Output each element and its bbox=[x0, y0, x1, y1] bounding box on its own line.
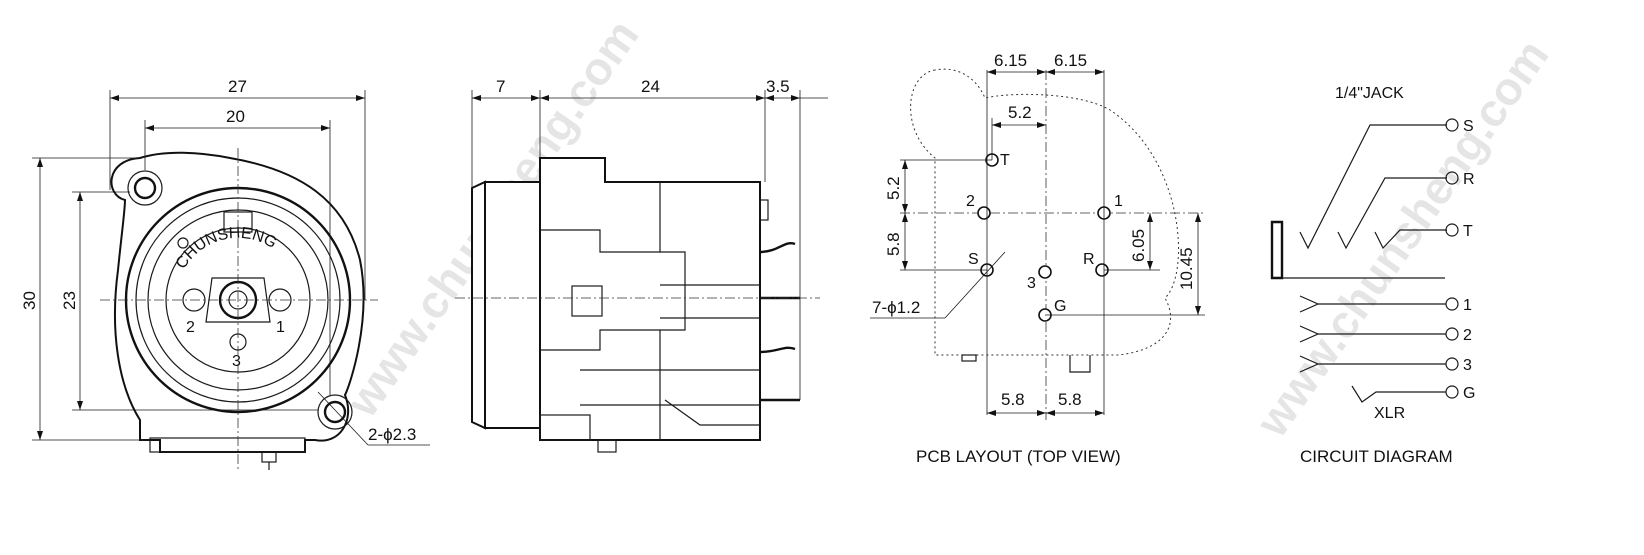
circuit-label-1: 1 bbox=[1463, 297, 1472, 314]
side-rear-tab bbox=[759, 199, 769, 221]
circuit-jack-body bbox=[1270, 220, 1284, 280]
circuit-terminal-2 bbox=[1445, 327, 1459, 341]
front-pin-stub bbox=[261, 451, 277, 463]
pcb-dim-58v: 5.8 bbox=[884, 232, 903, 256]
hole-note-leader bbox=[317, 391, 369, 446]
pcb-dim-52h: 5.2 bbox=[1008, 103, 1032, 122]
pcb-pad-3 bbox=[1038, 265, 1052, 279]
pcb-layout: T 2 1 S 3 R G 6.15 6.15 5.2 5.2 5.8 6.05 bbox=[870, 51, 1205, 466]
pcb-label-R: R bbox=[1083, 251, 1095, 268]
pcb-label-1: 1 bbox=[1114, 193, 1123, 210]
side-front-plate bbox=[471, 180, 486, 430]
circuit-contact-T bbox=[1374, 229, 1447, 250]
side-view: 7 24 3.5 bbox=[455, 77, 828, 453]
side-front-body bbox=[484, 181, 541, 429]
side-foot-left bbox=[539, 414, 591, 441]
pcb-dim-58b-right: 5.8 bbox=[1058, 390, 1082, 409]
side-dim-24: 24 bbox=[641, 77, 660, 96]
side-inner-lower bbox=[540, 329, 661, 440]
front-view: CHUNSHENG 2 1 3 27 20 30 23 2 bbox=[20, 77, 430, 470]
pcb-label-2: 2 bbox=[966, 193, 975, 210]
circuit-terminal-3 bbox=[1445, 357, 1459, 371]
circuit-caption: CIRCUIT DIAGRAM bbox=[1300, 447, 1453, 466]
pcb-pad-2 bbox=[977, 206, 991, 220]
front-small-hole bbox=[177, 237, 189, 249]
front-mount-hole-bottom bbox=[323, 400, 347, 424]
dim-20: 20 bbox=[226, 107, 245, 126]
pcb-dim-615-left: 6.15 bbox=[994, 51, 1027, 70]
pcb-key-left bbox=[961, 354, 977, 362]
side-foot-pin bbox=[597, 439, 617, 453]
circuit-terminal-T bbox=[1445, 223, 1459, 237]
dim-23: 23 bbox=[60, 291, 79, 310]
pcb-outline bbox=[910, 68, 1179, 356]
side-dim-3-5: 3.5 bbox=[766, 77, 790, 96]
pcb-hole-leader bbox=[944, 251, 1006, 319]
pcb-dim-1045: 10.45 bbox=[1177, 247, 1196, 290]
pcb-dim-left-v-arrows bbox=[902, 160, 908, 270]
pcb-caption: PCB LAYOUT (TOP VIEW) bbox=[916, 447, 1121, 466]
side-inner-upper bbox=[540, 182, 661, 253]
circuit-contact-2 bbox=[1299, 325, 1446, 343]
pcb-label-T: T bbox=[1000, 152, 1010, 169]
pcb-dim-58b-left: 5.8 bbox=[1001, 390, 1025, 409]
side-rear-pin-low bbox=[759, 346, 796, 354]
circuit-label-S: S bbox=[1463, 118, 1474, 135]
front-pin-housing bbox=[205, 277, 271, 323]
circuit-contact-R bbox=[1337, 177, 1447, 250]
circuit-contact-3 bbox=[1299, 355, 1446, 373]
circuit-jack-title: 1/4"JACK bbox=[1335, 85, 1404, 102]
dim-27: 27 bbox=[228, 77, 247, 96]
front-pin-2-label: 2 bbox=[186, 319, 195, 336]
front-pin-3-label: 3 bbox=[232, 353, 241, 370]
front-mount-hole-top bbox=[133, 176, 157, 200]
circuit-terminal-R bbox=[1445, 171, 1459, 185]
front-pin-1-label: 1 bbox=[276, 319, 285, 336]
pcb-key-right bbox=[1069, 355, 1091, 373]
front-hole-note: 2-ϕ2.3 bbox=[368, 425, 416, 444]
circuit-contact-G bbox=[1351, 385, 1446, 403]
pcb-hole-note: 7-ϕ1.2 bbox=[872, 298, 920, 317]
circuit-label-G: G bbox=[1463, 385, 1475, 402]
front-base bbox=[149, 437, 306, 453]
front-mount-hole-top-outer bbox=[127, 170, 163, 206]
side-rear-pin-top bbox=[759, 242, 796, 254]
pcb-label-S: S bbox=[968, 251, 979, 268]
pcb-dim-52v: 5.2 bbox=[884, 176, 903, 200]
pcb-label-G: G bbox=[1054, 298, 1066, 315]
circuit-contact-S bbox=[1299, 124, 1447, 250]
side-dim-7: 7 bbox=[496, 77, 505, 96]
circuit-terminal-S bbox=[1445, 118, 1459, 132]
pcb-dim-615-right: 6.15 bbox=[1054, 51, 1087, 70]
front-flange bbox=[110, 151, 365, 453]
pcb-dim-615-arrows bbox=[987, 69, 1104, 75]
side-bottom-rails bbox=[580, 369, 760, 406]
pcb-label-3: 3 bbox=[1027, 275, 1036, 292]
circuit-label-2: 2 bbox=[1463, 327, 1472, 344]
pcb-dim-58b-arrows bbox=[987, 410, 1104, 416]
pcb-dim-605: 6.05 bbox=[1129, 229, 1148, 262]
side-hatch bbox=[664, 399, 760, 426]
circuit-terminal-1 bbox=[1445, 297, 1459, 311]
circuit-diagram: 1/4"JACK S R T 1 2 3 G XLR CIRCUIT DIAGR… bbox=[1270, 85, 1475, 466]
side-latch bbox=[571, 285, 603, 317]
circuit-terminal-G bbox=[1445, 385, 1459, 399]
side-housing bbox=[539, 157, 761, 441]
side-inner-rails bbox=[660, 284, 760, 319]
circuit-label-R: R bbox=[1463, 171, 1475, 188]
circuit-label-3: 3 bbox=[1463, 357, 1472, 374]
side-inner-block bbox=[660, 251, 686, 331]
front-mount-hole-bottom-outer bbox=[317, 394, 353, 430]
circuit-label-T: T bbox=[1463, 223, 1473, 240]
circuit-xlr-title: XLR bbox=[1374, 405, 1405, 422]
dim-30: 30 bbox=[20, 291, 39, 310]
side-dim-arrows bbox=[472, 95, 800, 101]
circuit-contact-1 bbox=[1299, 295, 1446, 313]
